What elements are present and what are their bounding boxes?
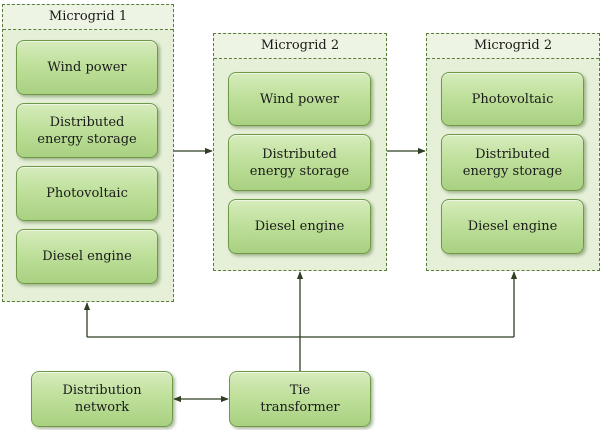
component-label: Diesel engine xyxy=(467,219,558,234)
component-label: Wind power xyxy=(259,91,340,107)
component-label: Wind power xyxy=(47,60,127,75)
distribution-network-label: Distribution network xyxy=(62,383,142,415)
microgrid-3-diesel-engine: Diesel engine xyxy=(441,199,584,254)
distribution-network-box: Distribution network xyxy=(31,371,173,427)
microgrid-2-wind-power: Wind power xyxy=(228,72,371,126)
microgrid-3-energy-storage: Distributed energy storage xyxy=(441,134,584,191)
component-label: Diesel engine xyxy=(254,219,345,234)
microgrid-2-energy-storage: Distributed energy storage xyxy=(228,134,371,191)
microgrid-3-title: Microgrid 2 xyxy=(427,34,599,59)
microgrid-2-title: Microgrid 2 xyxy=(214,34,386,59)
tie-transformer-label: Tie transformer xyxy=(260,383,340,415)
component-label: Distributed energy storage xyxy=(462,146,563,179)
microgrid-1-title: Microgrid 1 xyxy=(3,5,173,30)
microgrid-1-diesel-engine: Diesel engine xyxy=(16,229,158,284)
component-label: Diesel engine xyxy=(42,249,132,264)
microgrid-1-wind-power: Wind power xyxy=(16,40,158,95)
microgrid-1-photovoltaic: Photovoltaic xyxy=(16,166,158,221)
component-label: Photovoltaic xyxy=(471,91,554,107)
component-label: Photovoltaic xyxy=(46,186,128,201)
component-label: Distributed energy storage xyxy=(37,114,137,147)
microgrid-1-energy-storage: Distributed energy storage xyxy=(16,103,158,158)
microgrid-2-diesel-engine: Diesel engine xyxy=(228,199,371,254)
microgrid-3-photovoltaic: Photovoltaic xyxy=(441,72,584,126)
component-label: Distributed energy storage xyxy=(249,146,350,179)
tie-transformer-box: Tie transformer xyxy=(229,371,371,427)
